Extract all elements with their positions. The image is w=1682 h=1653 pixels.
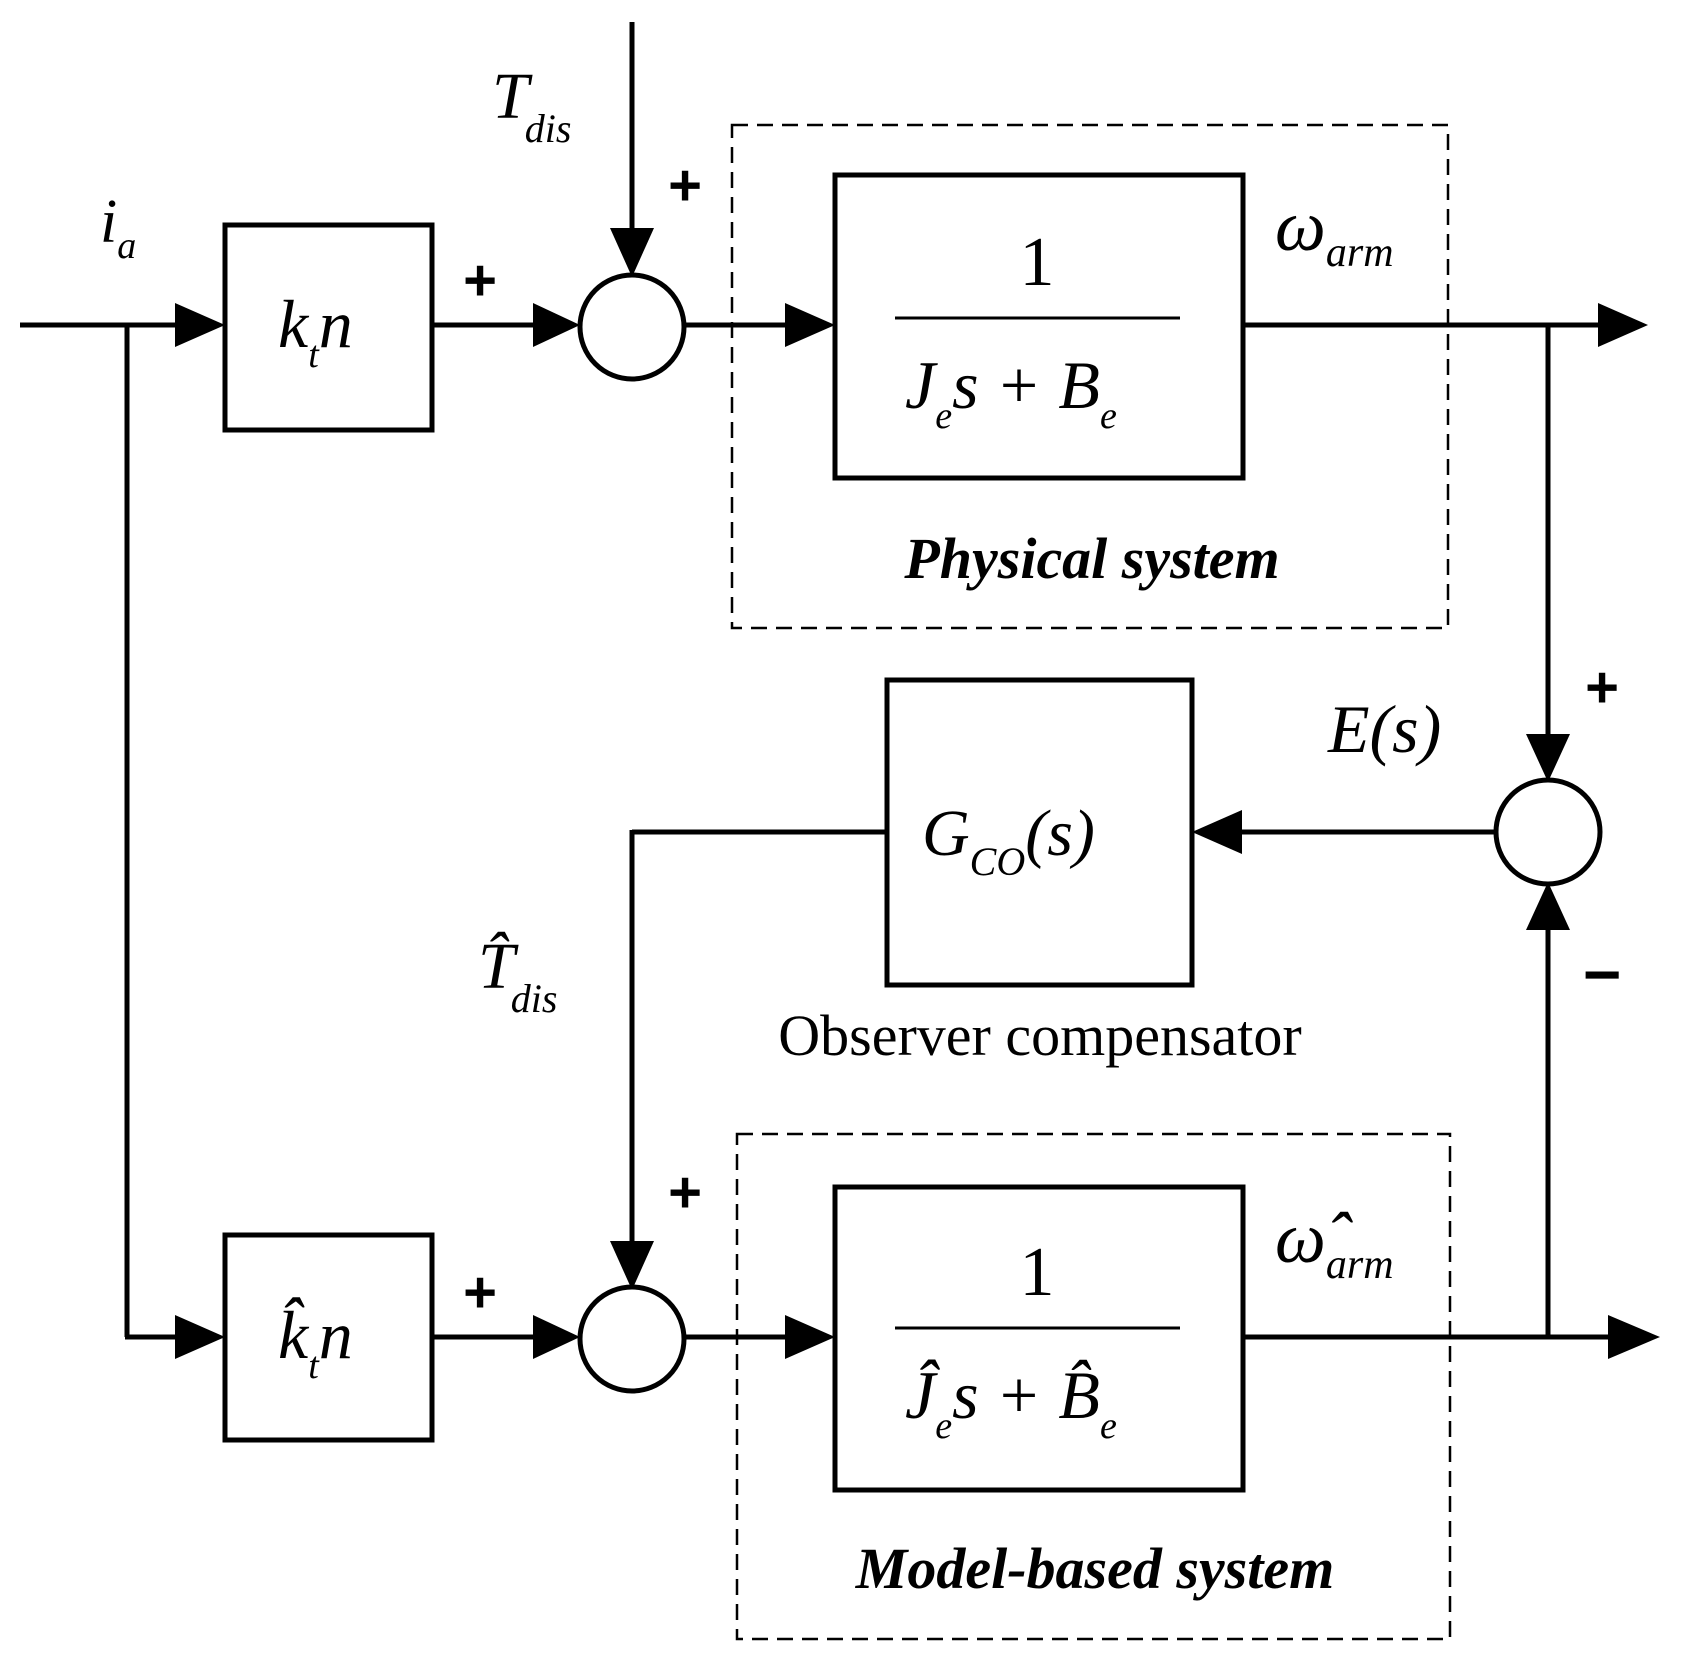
top-gain-label: ktn: [278, 286, 353, 376]
error-label: E(s): [1327, 691, 1441, 767]
arrowhead-to-top-sum: [533, 303, 580, 347]
model-denominator: Ĵes + B̂e: [905, 1357, 1117, 1447]
model-numerator: 1: [1020, 1234, 1055, 1311]
estimated-disturbance-label: T̂dis: [478, 930, 557, 1021]
bottom-gain-block: [222, 1232, 435, 1443]
compensator-label: GCO(s): [922, 797, 1095, 884]
error-plus-sign: +: [1585, 655, 1619, 720]
bottom-summing-junction: [577, 1284, 687, 1394]
top-disturbance-plus-sign: +: [668, 153, 702, 218]
arrowhead-to-top-gain: [175, 303, 225, 347]
plant-block: [832, 172, 1246, 481]
top-gain-block: [222, 222, 435, 433]
model-based-system-caption: Model-based system: [855, 1536, 1334, 1601]
model-block: [832, 1184, 1246, 1493]
arrowhead-omega-est-to-error-sum: [1526, 882, 1570, 930]
omega-estimate-label: ω̂arm: [1275, 1198, 1394, 1288]
arrowhead-to-plant: [785, 303, 835, 347]
model-based-system-boundary: [735, 1132, 1452, 1641]
physical-system-caption: Physical system: [903, 526, 1279, 591]
input-current-label: ia: [100, 188, 136, 267]
disturbance-label: Tdis: [492, 60, 571, 151]
arrowhead-omega-est-output: [1608, 1315, 1660, 1359]
bottom-gain-label: k̂tn: [278, 1297, 353, 1387]
top-summing-junction: [577, 272, 687, 382]
compensator-block: [884, 677, 1195, 988]
arrowhead-to-bottom-gain: [175, 1315, 225, 1359]
bottom-estimate-plus-sign: +: [668, 1160, 702, 1225]
plant-denominator: Jes + Be: [905, 347, 1117, 437]
arrowhead-disturbance: [610, 228, 654, 277]
arrowhead-to-compensator: [1192, 810, 1242, 854]
arrowhead-to-model: [785, 1315, 835, 1359]
observer-compensator-caption: Observer compensator: [778, 1003, 1301, 1068]
top-gain-plus-sign: +: [463, 248, 497, 313]
error-summing-junction: [1493, 777, 1603, 887]
arrowhead-estimated-disturbance: [610, 1241, 654, 1290]
omega-label: ωarm: [1275, 186, 1394, 276]
arrowhead-omega-to-error-sum: [1526, 734, 1570, 782]
arrowhead-omega-output: [1598, 303, 1648, 347]
bottom-gain-plus-sign: +: [463, 1260, 497, 1325]
physical-system-boundary: [730, 123, 1450, 630]
error-minus-sign: −: [1583, 937, 1622, 1011]
plant-numerator: 1: [1020, 224, 1055, 301]
arrowhead-to-bottom-sum: [533, 1315, 580, 1359]
